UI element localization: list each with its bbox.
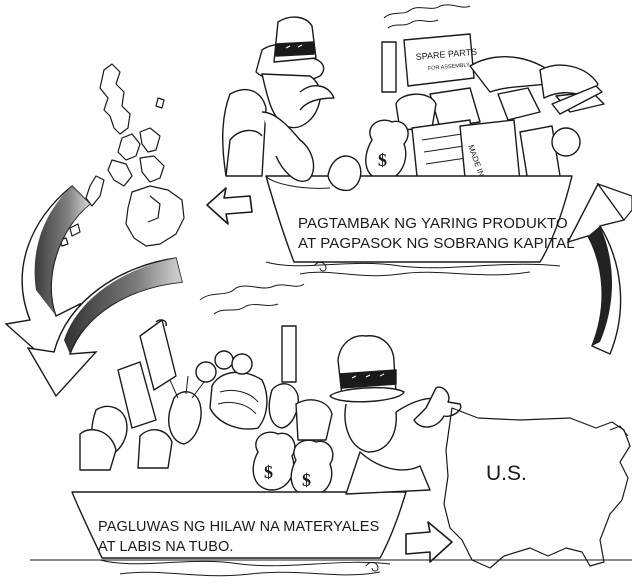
curved-arrow-down-left-icon (6, 186, 90, 372)
caption-top-line-2: AT PAGPASOK NG SOBRANG KAPITAL (298, 234, 575, 254)
caption-top: PAGTAMBAK NG YARING PRODUKTO AT PAGPASOK… (298, 214, 575, 254)
caption-bottom-line-2: AT LABIS NA TUBO. (98, 537, 379, 557)
svg-text:$: $ (264, 462, 273, 482)
arrow-left-outline-icon (207, 188, 252, 224)
curved-arrow-up-right-icon (568, 184, 632, 354)
svg-text:$: $ (378, 150, 387, 170)
philippines-map (60, 64, 184, 246)
uncle-sam-bottom (330, 336, 461, 494)
arrow-right-outline-icon (406, 522, 452, 562)
us-country-label: U.S. (486, 462, 527, 486)
caption-bottom-line-1: PAGLUWAS NG HILAW NA MATERYALES (98, 517, 379, 537)
uncle-sam-top (223, 17, 361, 190)
caption-bottom: PAGLUWAS NG HILAW NA MATERYALES AT LABIS… (98, 517, 379, 557)
spare-parts-crate: SPARE PARTS FOR ASSEMBLY (404, 34, 477, 86)
svg-text:$: $ (302, 470, 311, 490)
caption-top-line-1: PAGTAMBAK NG YARING PRODUKTO (298, 214, 575, 234)
us-map (444, 408, 630, 568)
